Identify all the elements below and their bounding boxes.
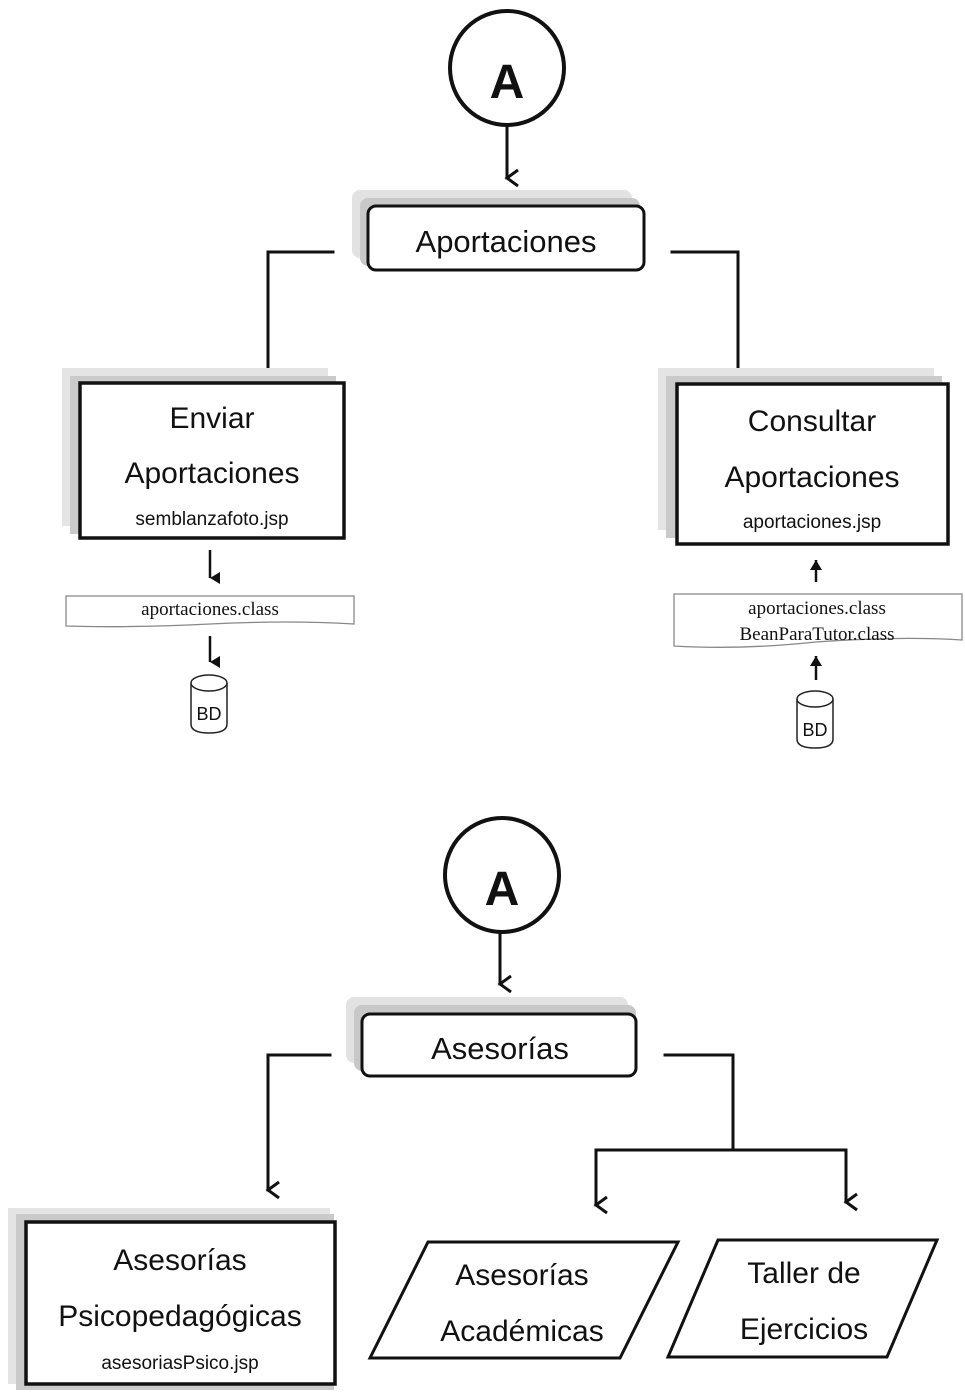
document-class-right: aportaciones.class BeanParaTutor.class [673,593,963,648]
class-file-label-1: aportaciones.class [748,598,886,619]
node-enviar-aportaciones: Enviar Aportaciones semblanzafoto.jsp [62,368,346,540]
node-label-line1: Asesorías [113,1244,246,1277]
branch-arrow-left [265,1053,332,1200]
node-consultar-aportaciones: Consultar Aportaciones aportaciones.jsp [658,368,950,546]
node-label-line2: Aportaciones [724,461,899,494]
class-file-label: aportaciones.class [141,599,279,620]
section-asesorias: A Asesorías Asesorías Psicopedagógicas a… [8,816,940,1390]
node-label-line2: Académicas [440,1315,603,1348]
database-left: BD [190,674,228,734]
node-asesorias-psicopedagogicas: Asesorías Psicopedagógicas asesoriasPsic… [8,1208,337,1390]
node-label-line1: Taller de [747,1257,860,1290]
node-label-line1: Consultar [748,405,876,438]
db-label: BD [802,720,827,740]
root-node-aportaciones: Aportaciones [352,190,646,272]
root-node-asesorias: Asesorías [346,997,638,1078]
document-class-left: aportaciones.class [65,595,355,628]
connector-a-bottom: A [443,816,561,934]
root-label: Asesorías [431,1031,569,1066]
node-file-name: asesoriasPsico.jsp [101,1353,258,1374]
node-label-line2: Ejercicios [740,1313,868,1346]
node-label-line1: Asesorías [455,1259,588,1292]
node-label-line2: Psicopedagógicas [58,1300,302,1333]
connector-label: A [490,56,525,109]
node-taller-de-ejercicios: Taller de Ejercicios [665,1238,940,1359]
section-aportaciones: A Aportaciones Enviar Aportaciones sembl… [62,9,963,749]
node-file-name: semblanzafoto.jsp [135,509,288,530]
connector-label: A [485,863,520,916]
branch-arrow-left [265,250,335,392]
class-file-label-2: BeanParaTutor.class [740,624,895,645]
node-label-line1: Enviar [169,402,254,435]
node-file-name: aportaciones.jsp [743,512,881,533]
root-label: Aportaciones [416,224,597,259]
db-label: BD [196,704,221,724]
database-right: BD [796,690,834,749]
branch-line-right [663,1053,735,1152]
connector-a-top: A [448,9,566,127]
node-asesorias-academicas: Asesorías Académicas [367,1240,681,1360]
node-label-line2: Aportaciones [124,457,299,490]
branch-arrow-right [670,250,750,392]
